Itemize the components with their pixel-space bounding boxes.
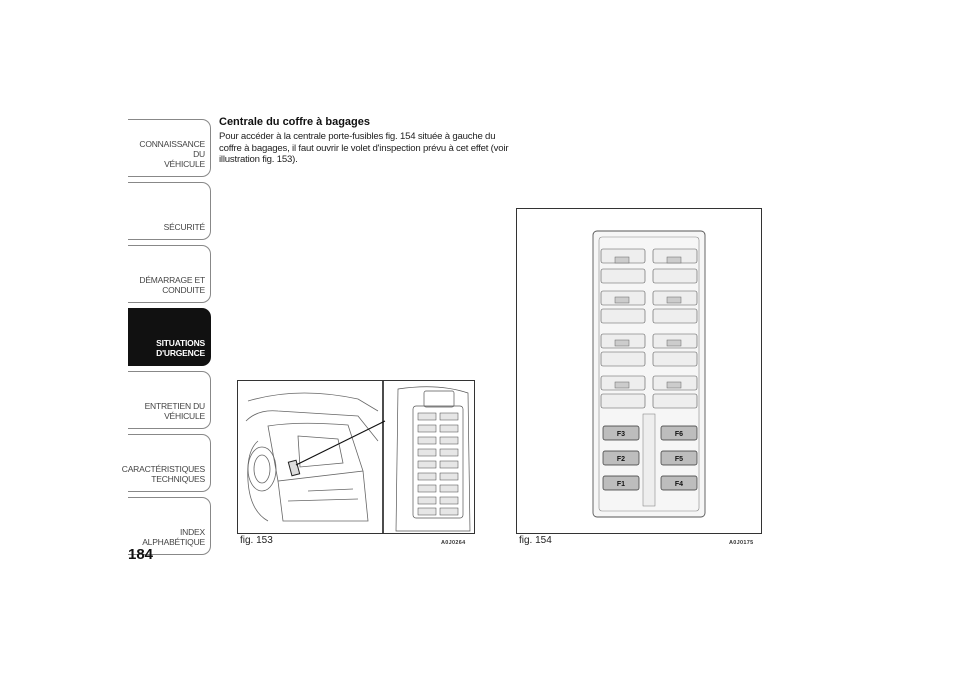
fuse-f6-label: F6: [675, 431, 683, 438]
chapter-tabs: CONNAISSANCE DU VÉHICULE SÉCURITÉ DÉMARR…: [122, 119, 211, 560]
figure-153: [237, 380, 475, 534]
fuse-f4-label: F4: [675, 481, 683, 488]
tab-demarrage[interactable]: DÉMARRAGE ET CONDUITE: [128, 245, 211, 303]
figure-154: F3 F2 F1 F6 F5 F4: [516, 208, 762, 534]
tab-connaissance[interactable]: CONNAISSANCE DU VÉHICULE: [128, 119, 211, 177]
fuse-f3-label: F3: [617, 431, 625, 438]
fuse-box-diagram: F3 F2 F1 F6 F5 F4: [592, 230, 706, 518]
tab-entretien[interactable]: ENTRETIEN DU VÉHICULE: [128, 371, 211, 429]
figure-153-caption: fig. 153: [240, 535, 273, 546]
tab-label: CARACTÉRISTIQUES TECHNIQUES: [121, 464, 205, 484]
tab-label: ENTRETIEN DU VÉHICULE: [144, 401, 206, 421]
figure-153-code: A0J0264: [441, 540, 466, 546]
tab-label: CONNAISSANCE DU VÉHICULE: [139, 139, 205, 169]
tab-label: SITUATIONS D'URGENCE: [156, 338, 205, 358]
section-body: Pour accéder à la centrale porte-fusible…: [219, 131, 509, 166]
fuse-f1-label: F1: [617, 481, 625, 488]
section-heading: Centrale du coffre à bagages: [219, 116, 370, 128]
tab-index[interactable]: INDEX ALPHABÉTIQUE: [128, 497, 211, 555]
fuse-f2-label: F2: [617, 456, 625, 463]
trunk-illustration: [245, 381, 471, 533]
figure-154-caption: fig. 154: [519, 535, 552, 546]
tab-situations-urgence[interactable]: SITUATIONS D'URGENCE: [128, 308, 211, 366]
figure-154-code: A0J0175: [729, 540, 754, 546]
tab-label: INDEX ALPHABÉTIQUE: [142, 527, 205, 547]
tab-caracteristiques[interactable]: CARACTÉRISTIQUES TECHNIQUES: [122, 434, 211, 492]
fuse-f5-label: F5: [675, 456, 683, 463]
page-number: 184: [128, 546, 154, 563]
tab-securite[interactable]: SÉCURITÉ: [128, 182, 211, 240]
tab-label: DÉMARRAGE ET CONDUITE: [139, 275, 205, 295]
tab-label: SÉCURITÉ: [163, 222, 206, 232]
